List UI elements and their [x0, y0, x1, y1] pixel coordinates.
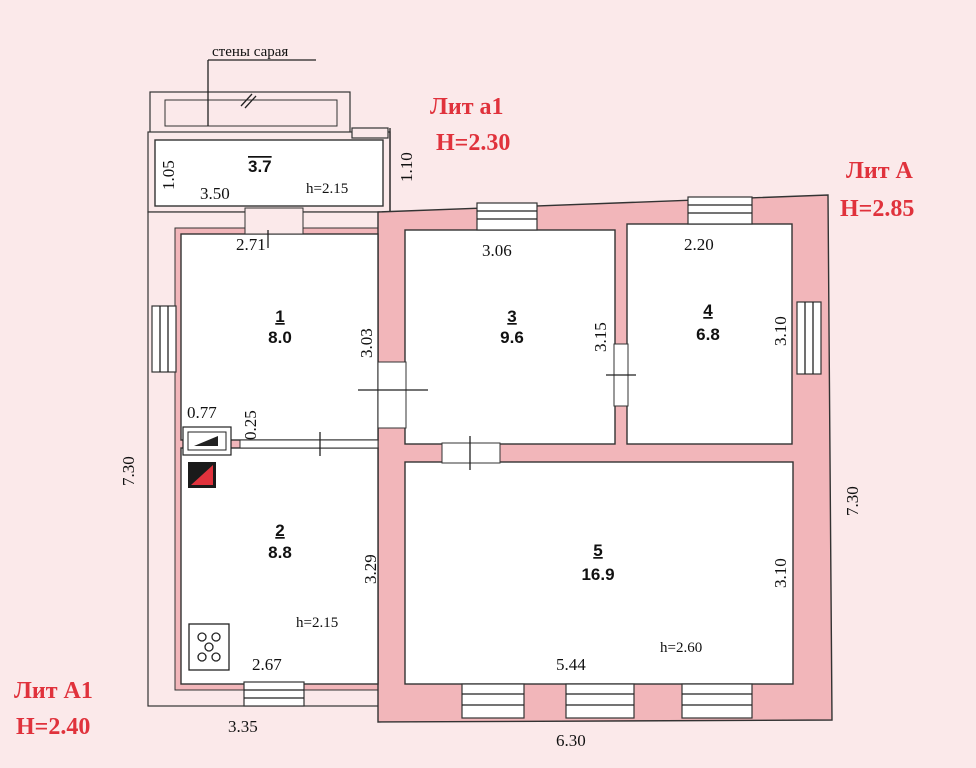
lit-a1-small-name: Лит а1: [430, 94, 504, 120]
boiler-icon: [188, 462, 216, 488]
room-2-area: 8.8: [268, 543, 292, 562]
shed-walls: [149, 59, 351, 135]
right-total-dim: 7.30: [843, 486, 862, 516]
room-4-number: 4: [703, 301, 713, 320]
room-3-area: 9.6: [500, 328, 524, 347]
room-5-number: 5: [593, 541, 602, 560]
porch-number: 3.7: [248, 157, 272, 176]
shed-label: стены сарая: [212, 44, 288, 60]
left-total-dim: 7.30: [119, 456, 138, 486]
room-2-width-dim: 2.67: [252, 655, 282, 674]
porch-width-dim: 3.50: [200, 184, 230, 203]
stove-icon: [182, 426, 232, 456]
bottom-left-dim: 3.35: [228, 717, 258, 736]
room-4-area: 6.8: [696, 325, 720, 344]
lit-a-name: Лит А: [846, 158, 914, 184]
room-3: [404, 229, 616, 445]
stove-width-dim: 0.77: [187, 403, 217, 422]
room-3-height-dim: 3.15: [591, 322, 610, 352]
porch-right-dim: 1.10: [397, 152, 416, 182]
lit-a1-height: H=2.40: [16, 714, 90, 740]
room-2-height-dim: 3.29: [361, 554, 380, 584]
room-5: [404, 461, 794, 685]
room-3-number: 3: [507, 307, 516, 326]
porch-height: h=2.15: [306, 181, 348, 197]
lit-a-height: H=2.85: [840, 196, 914, 222]
room-1-width-dim: 2.71: [236, 235, 266, 254]
lit-a1-small-height: H=2.30: [436, 130, 510, 156]
doors: [239, 230, 636, 470]
room-4-height-dim: 3.10: [771, 316, 790, 346]
room-2-ceiling-height: h=2.15: [296, 615, 338, 631]
room-5-area: 16.9: [581, 565, 614, 584]
room-1-area: 8.0: [268, 328, 292, 347]
room-5-ceiling-height: h=2.60: [660, 640, 702, 656]
room-1: [180, 233, 379, 441]
windows: [151, 196, 822, 719]
room-1-height-dim: 3.03: [357, 328, 376, 358]
cooktop-icon: [188, 623, 230, 671]
room-2-number: 2: [275, 521, 284, 540]
room-3-width-dim: 3.06: [482, 241, 512, 260]
porch-left-dim: 1.05: [159, 160, 178, 190]
stove-height-dim: 0.25: [241, 410, 260, 440]
room-5-height-dim: 3.10: [771, 558, 790, 588]
room-4-width-dim: 2.20: [684, 235, 714, 254]
room-4: [626, 223, 793, 445]
bottom-right-dim: 6.30: [556, 731, 586, 750]
lit-a1-name: Лит А1: [14, 678, 93, 704]
room-1-number: 1: [275, 307, 284, 326]
room-5-width-dim: 5.44: [556, 655, 586, 674]
